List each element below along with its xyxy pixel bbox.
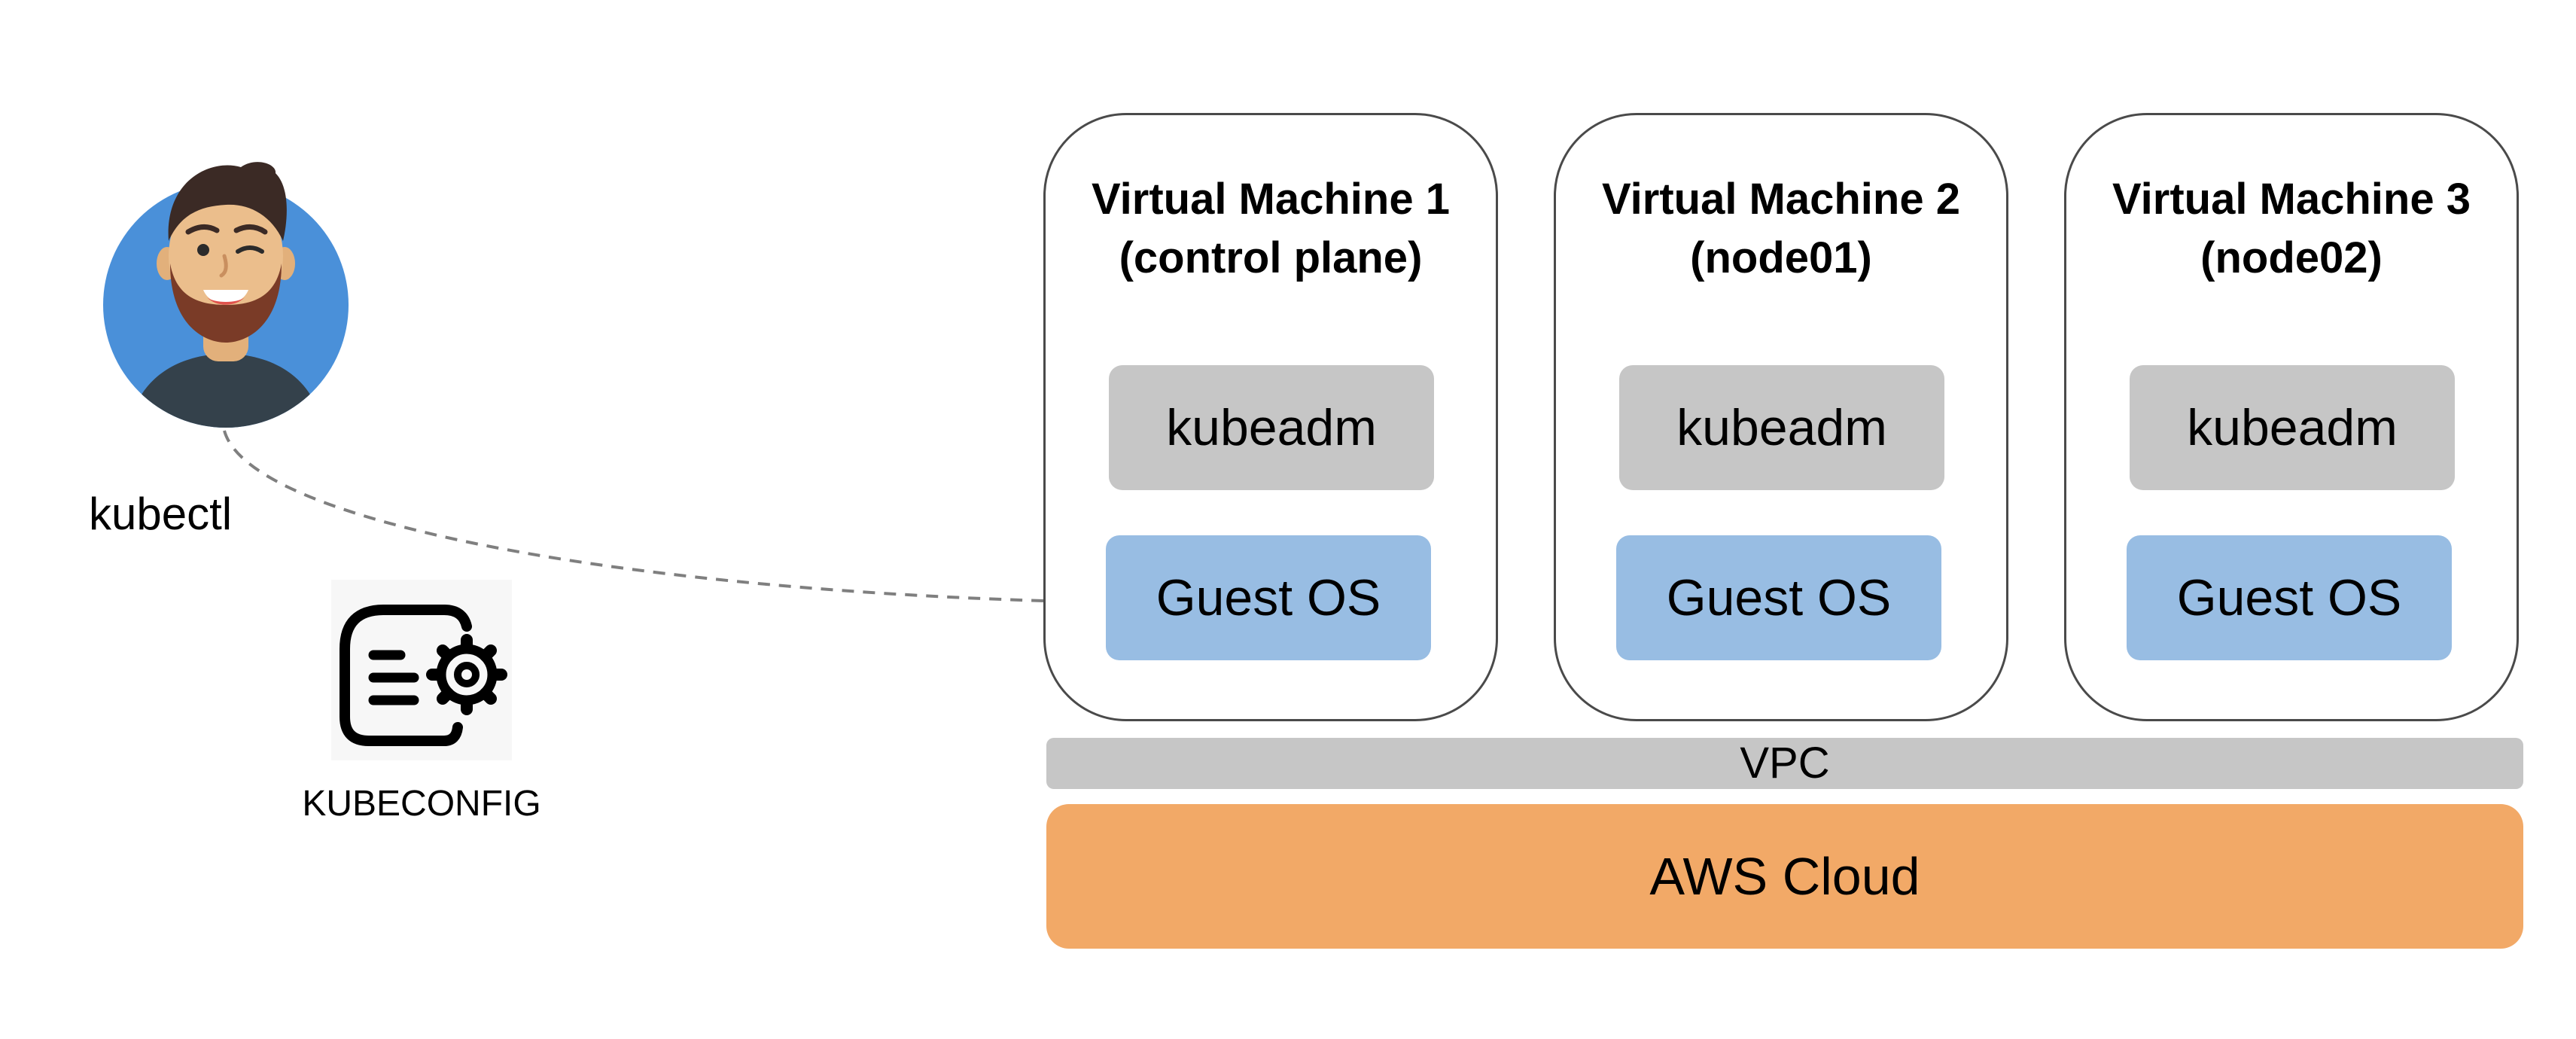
vm-title-line2: (control plane): [1119, 233, 1423, 282]
config-file-gear-icon: [331, 580, 512, 760]
vm-control-plane: Virtual Machine 1 (control plane) kubead…: [1043, 113, 1498, 721]
avatar-icon: [103, 162, 349, 428]
kubeconfig-label: KUBECONFIG: [302, 784, 541, 824]
vm-title: Virtual Machine 2 (node01): [1556, 170, 2006, 288]
vpc-bar: VPC: [1046, 738, 2523, 789]
kubeconfig-file: [331, 580, 512, 760]
user-avatar: [98, 151, 354, 433]
guest-os-box: Guest OS: [1106, 535, 1431, 660]
kubeadm-box: kubeadm: [1619, 365, 1944, 490]
aws-cloud-bar: AWS Cloud: [1046, 804, 2523, 949]
guest-os-box: Guest OS: [2127, 535, 2452, 660]
vm-title-line1: Virtual Machine 2: [1602, 175, 1960, 224]
vm-node02: Virtual Machine 3 (node02) kubeadm Guest…: [2064, 113, 2519, 721]
vm-node01: Virtual Machine 2 (node01) kubeadm Guest…: [1554, 113, 2008, 721]
vm-title-line2: (node02): [2200, 233, 2383, 282]
kubeadm-box: kubeadm: [1109, 365, 1434, 490]
guest-os-box: Guest OS: [1616, 535, 1941, 660]
vm-title-line1: Virtual Machine 1: [1092, 175, 1450, 224]
vm-title: Virtual Machine 1 (control plane): [1046, 170, 1496, 288]
vm-title: Virtual Machine 3 (node02): [2066, 170, 2517, 288]
vm-title-line1: Virtual Machine 3: [2112, 175, 2471, 224]
user-label: kubectl: [89, 489, 233, 539]
vm-title-line2: (node01): [1690, 233, 1872, 282]
kubeadm-box: kubeadm: [2130, 365, 2455, 490]
